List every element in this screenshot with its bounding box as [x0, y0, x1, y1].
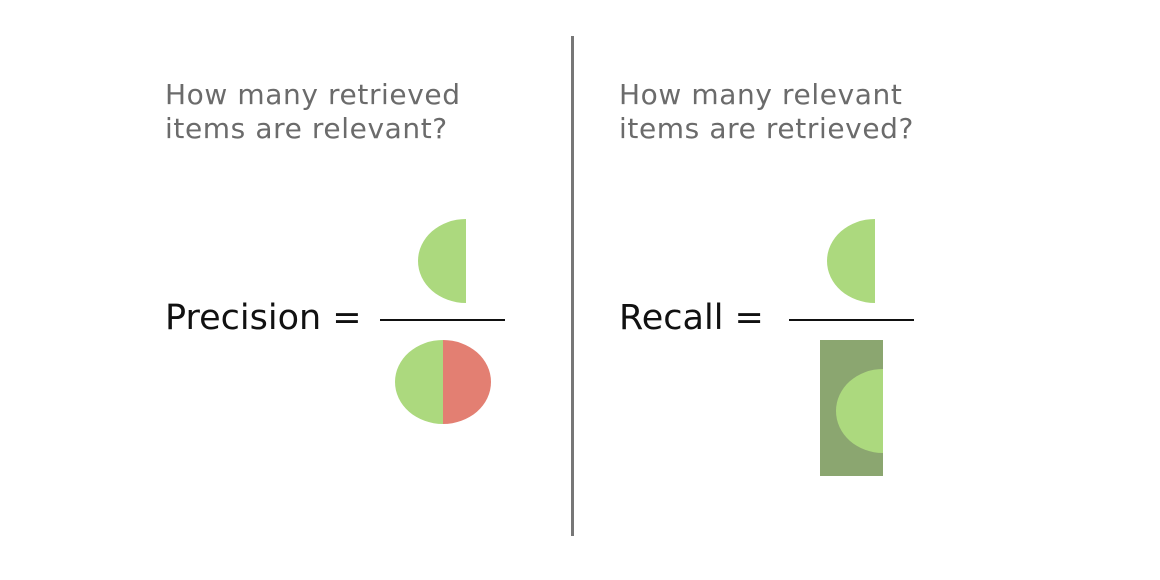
precision-fraction [380, 219, 505, 424]
recall-label: Recall = [619, 298, 764, 338]
precision-question-line-2: items are relevant? [165, 112, 448, 145]
precision-denominator-irrelevant-retrieved-shape [443, 340, 491, 424]
precision-numerator-relevant-retrieved-shape [418, 219, 466, 303]
recall-numerator-relevant-retrieved-shape [827, 219, 875, 303]
precision-label: Precision = [165, 298, 362, 338]
precision-question: How many retrieved items are relevant? [165, 78, 461, 146]
recall-fraction [789, 219, 914, 476]
recall-denominator-relevant-retrieved-shape [836, 369, 883, 453]
precision-denominator-relevant-retrieved-shape [395, 340, 443, 424]
recall-fraction-bar [789, 319, 914, 321]
recall-question: How many relevant items are retrieved? [619, 78, 914, 146]
recall-panel: How many relevant items are retrieved? R… [574, 0, 1160, 580]
recall-question-line-2: items are retrieved? [619, 112, 914, 145]
panel-divider [571, 36, 574, 536]
precision-fraction-bar [380, 319, 505, 321]
precision-panel: How many retrieved items are relevant? P… [0, 0, 572, 580]
precision-question-line-1: How many retrieved [165, 78, 461, 111]
recall-question-line-1: How many relevant [619, 78, 903, 111]
